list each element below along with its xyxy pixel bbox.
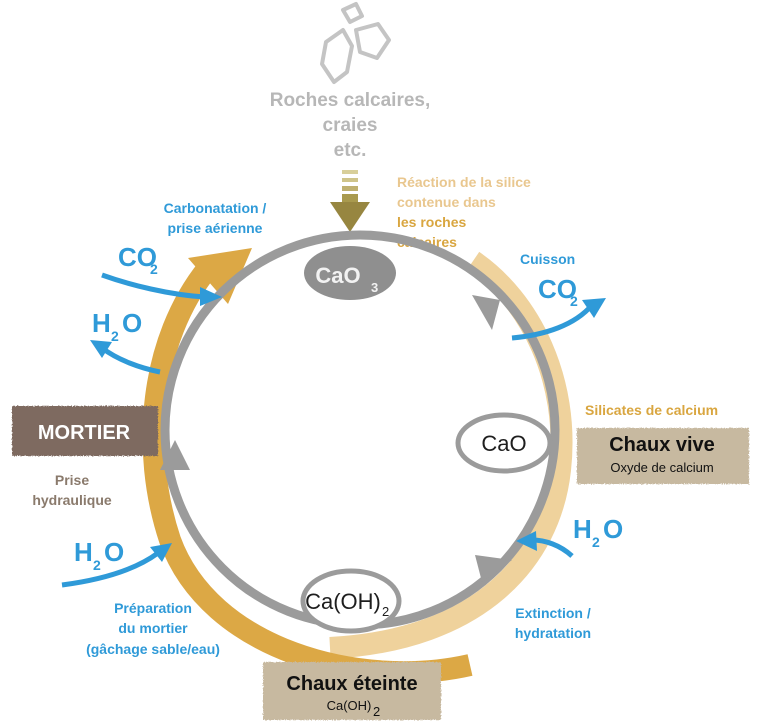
extinction-label-line2: hydratation — [515, 625, 591, 641]
mortier-label: MORTIER — [38, 422, 131, 444]
h2o-left-bottom-formula: H — [74, 537, 93, 567]
h2o-right-formula-end: O — [603, 514, 623, 544]
h2o-left-bottom-formula-end: O — [104, 537, 124, 567]
chaux-eteinte-subtitle-subscript: 2 — [373, 704, 380, 719]
preparation-label-line2: du mortier — [118, 620, 188, 636]
caoh2-node-label: Ca(OH) — [305, 589, 381, 614]
h2o-left-top-subscript: 2 — [111, 328, 119, 344]
co2-left-arrow — [101, 272, 206, 300]
prise-label-line2: hydraulique — [32, 492, 112, 508]
rock-icon — [320, 2, 391, 84]
caco3-node-subscript: 3 — [371, 280, 378, 295]
co2-left-arrowhead — [200, 287, 222, 306]
chaux-vive-banner: Chaux vive Oxyde de calcium — [577, 428, 749, 484]
caoh2-node-subscript: 2 — [382, 604, 389, 619]
preparation-label-line1: Préparation — [114, 600, 192, 616]
co2-right-arrowhead — [582, 298, 606, 318]
h2o-right-arrowhead — [516, 531, 537, 551]
co2-left-subscript: 2 — [150, 261, 158, 277]
extinction-label-line1: Extinction / — [515, 605, 591, 621]
h2o-right-formula: H — [573, 514, 592, 544]
prise-label-line1: Prise — [55, 472, 89, 488]
silicates-label: Silicates de calcium — [585, 402, 718, 418]
silica-label-line1: Réaction de la silice — [397, 174, 531, 190]
rocks-label-line2: craies — [323, 115, 378, 136]
cao-node — [455, 412, 553, 474]
cycle-arrow-upper-right — [472, 295, 500, 330]
h2o-left-bottom-subscript: 2 — [93, 557, 101, 573]
silica-label-line2: contenue dans — [397, 194, 496, 210]
silicate-arc — [329, 251, 573, 659]
rocks-label-line1: Roches calcaires, — [270, 90, 431, 111]
cao-node-label: CaO — [481, 431, 526, 456]
chaux-vive-subtitle: Oxyde de calcium — [610, 460, 713, 475]
co2-right-subscript: 2 — [570, 293, 578, 309]
caco3-node-label: CaO — [315, 263, 360, 288]
chaux-vive-title: Chaux vive — [609, 434, 715, 456]
cycle-arrow-lower-right — [475, 555, 512, 582]
caco3-node — [304, 246, 396, 300]
preparation-label-line3: (gâchage sable/eau) — [86, 641, 220, 657]
h2o-left-bottom-arrow — [61, 550, 160, 588]
rocks-down-arrow — [330, 170, 370, 232]
cycle-arrow-left — [160, 440, 190, 470]
silica-label-line3: les roches — [397, 214, 466, 230]
h2o-left-top-formula: H — [92, 308, 111, 338]
cuisson-label: Cuisson — [520, 251, 575, 267]
h2o-right-subscript: 2 — [592, 534, 600, 550]
h2o-left-top-arrowhead — [90, 340, 112, 358]
carbonatation-label-line1: Carbonatation / — [164, 200, 267, 216]
co2-right-formula: CO — [538, 274, 577, 304]
mortier-arc-arrowhead — [188, 248, 252, 304]
carbonatation-label-line2: prise aérienne — [168, 220, 263, 236]
chaux-eteinte-title: Chaux éteinte — [286, 673, 417, 695]
h2o-left-top-arrow — [100, 345, 161, 375]
mortier-banner: MORTIER — [12, 406, 158, 456]
co2-left-formula: CO — [118, 242, 157, 272]
h2o-left-bottom-arrowhead — [150, 543, 172, 562]
caoh2-node — [300, 568, 402, 634]
chaux-eteinte-subtitle: Ca(OH) — [327, 698, 372, 713]
h2o-left-top-formula-end: O — [122, 308, 142, 338]
co2-right-arrow — [511, 303, 594, 341]
chaux-eteinte-banner: Chaux éteinte Ca(OH) 2 — [263, 662, 441, 720]
rocks-label-line3: etc. — [334, 140, 367, 161]
